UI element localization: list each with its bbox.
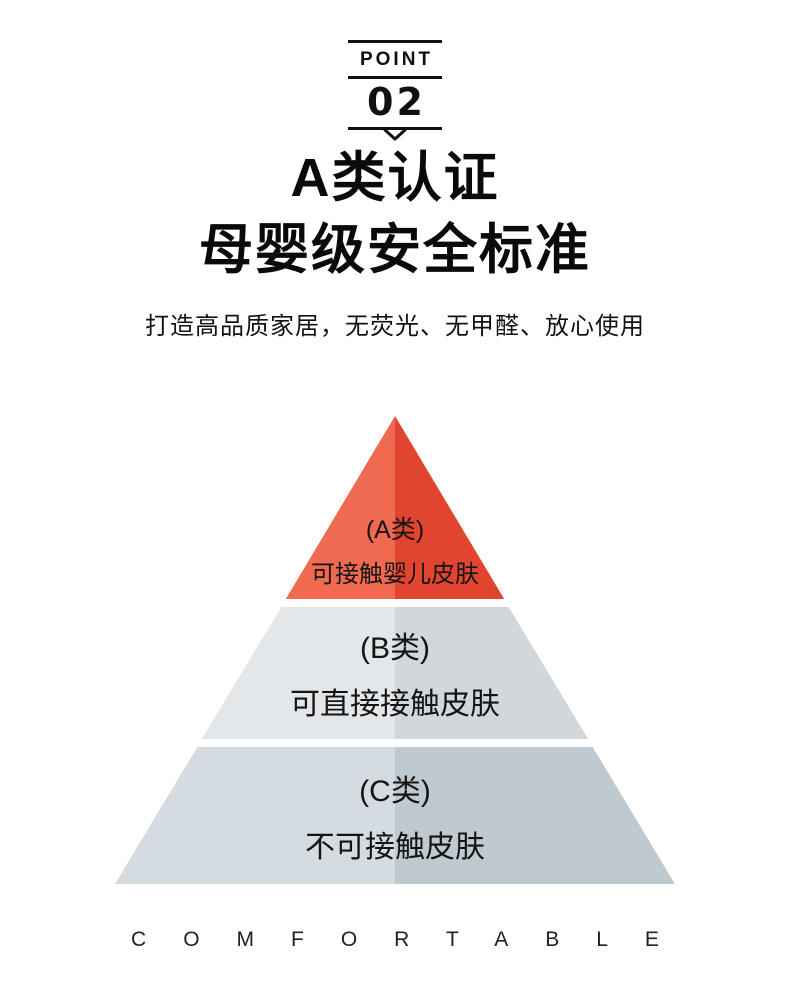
- badge-middle-line: [348, 76, 442, 79]
- section-subtitle: 打造高品质家居，无荧光、无甲醛、放心使用: [145, 313, 645, 340]
- footer-word: COMFORTABLE: [0, 928, 790, 952]
- pyramid-tier-c: (C类) 不可接触皮肤: [115, 747, 675, 884]
- tier-a-grade: (A类): [365, 516, 425, 544]
- section-heading: A类认证 母婴级安全标准: [0, 142, 790, 286]
- pyramid-tier-a: (A类) 可接触婴儿皮肤: [285, 416, 505, 599]
- badge-label: POINT: [359, 49, 434, 70]
- tier-b-grade: (B类): [360, 632, 430, 665]
- heading-line-1: A类认证: [290, 148, 500, 208]
- tier-c-description: 不可接触皮肤: [305, 830, 485, 864]
- badge-top-line: [348, 40, 442, 43]
- badge-bottom-line: [348, 127, 442, 130]
- badge-number: 02: [367, 80, 426, 124]
- tier-c-grade: (C类): [359, 774, 431, 808]
- tier-b-description: 可直接接触皮肤: [290, 688, 500, 721]
- chevron-down-icon: [348, 128, 442, 142]
- heading-line-2: 母婴级安全标准: [199, 220, 591, 280]
- tier-a-description: 可接触婴儿皮肤: [311, 561, 479, 588]
- safety-grade-pyramid: (A类) 可接触婴儿皮肤 (B类) 可直接接触皮肤 (C类) 不可接触皮肤: [115, 416, 675, 884]
- pyramid-tier-b: (B类) 可直接接触皮肤: [201, 607, 589, 739]
- footer-word-text: COMFORTABLE: [131, 928, 696, 951]
- point-badge: POINT 02: [348, 40, 442, 142]
